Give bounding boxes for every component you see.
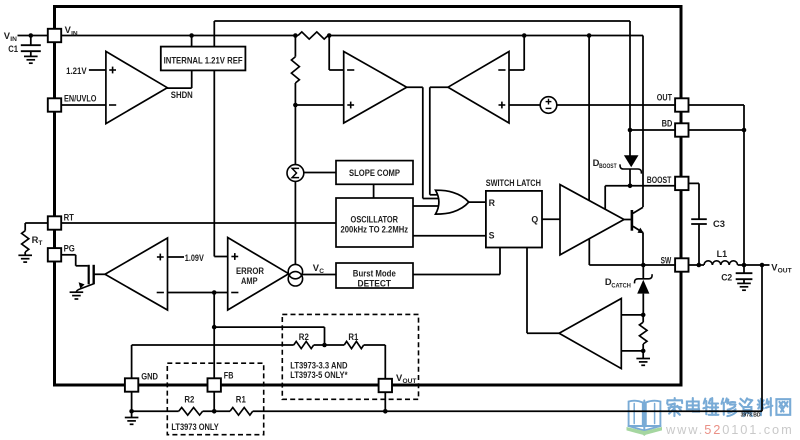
svg-text:T: T (38, 240, 42, 247)
svg-text:CATCH: CATCH (611, 282, 631, 289)
svg-text:Q: Q (531, 215, 538, 225)
svg-text:D: D (593, 157, 600, 168)
svg-text:C1: C1 (8, 43, 18, 54)
svg-text:SWITCH LATCH: SWITCH LATCH (486, 177, 541, 188)
svg-text:FB: FB (224, 370, 234, 381)
svg-text:V: V (313, 262, 320, 273)
svg-text:LT3973-3.3 AND: LT3973-3.3 AND (290, 360, 347, 371)
svg-text:R2: R2 (184, 394, 194, 405)
svg-text:EN/UVLO: EN/UVLO (64, 93, 97, 104)
svg-text:1.21V: 1.21V (66, 65, 87, 76)
svg-text:C2: C2 (721, 271, 732, 282)
svg-text:GND: GND (141, 370, 158, 381)
svg-text:SLOPE COMP: SLOPE COMP (349, 167, 400, 178)
svg-text:OSCILLATOR: OSCILLATOR (351, 213, 399, 224)
svg-text:3973 BD: 3973 BD (741, 413, 761, 419)
svg-text:RT: RT (64, 211, 75, 222)
svg-text:Burst Mode: Burst Mode (353, 267, 396, 278)
svg-text:1.09V: 1.09V (185, 252, 205, 263)
svg-text:BD: BD (662, 118, 673, 129)
svg-text:C: C (319, 268, 324, 275)
svg-text:INTERNAL 1.21V REF: INTERNAL 1.21V REF (164, 55, 243, 65)
svg-text:BOOST: BOOST (599, 163, 617, 170)
svg-text:V: V (4, 30, 11, 41)
svg-text:R1: R1 (348, 331, 358, 342)
svg-text:R: R (489, 198, 496, 208)
svg-text:BOOST: BOOST (647, 174, 672, 185)
svg-text:IN: IN (71, 30, 78, 37)
svg-text:www.520101.com: www.520101.com (665, 422, 794, 437)
svg-text:L1: L1 (717, 248, 728, 259)
svg-text:DETECT: DETECT (358, 278, 392, 289)
svg-text:SW: SW (661, 254, 672, 265)
svg-text:S: S (489, 231, 495, 241)
svg-text:SHDN: SHDN (171, 89, 193, 100)
svg-text:R1: R1 (236, 394, 246, 405)
svg-text:D: D (605, 276, 612, 287)
svg-text:V: V (65, 24, 72, 35)
svg-text:PG: PG (64, 243, 75, 254)
svg-text:C3: C3 (713, 218, 725, 229)
svg-text:OUT: OUT (657, 92, 672, 103)
svg-text:IN: IN (10, 36, 17, 43)
svg-text:ERROR: ERROR (236, 265, 264, 276)
svg-text:LT3973 ONLY: LT3973 ONLY (171, 421, 219, 432)
svg-text:AMP: AMP (241, 275, 258, 286)
svg-text:V: V (396, 372, 403, 383)
svg-text:LT3973-5 ONLY*: LT3973-5 ONLY* (290, 369, 347, 380)
svg-text:V: V (771, 262, 778, 273)
svg-text:200kHz TO 2.2MHz: 200kHz TO 2.2MHz (341, 224, 409, 235)
svg-text:OUT: OUT (402, 378, 416, 385)
svg-text:R2: R2 (299, 331, 309, 342)
svg-text:OUT: OUT (778, 268, 792, 275)
svg-text:R: R (32, 234, 39, 245)
